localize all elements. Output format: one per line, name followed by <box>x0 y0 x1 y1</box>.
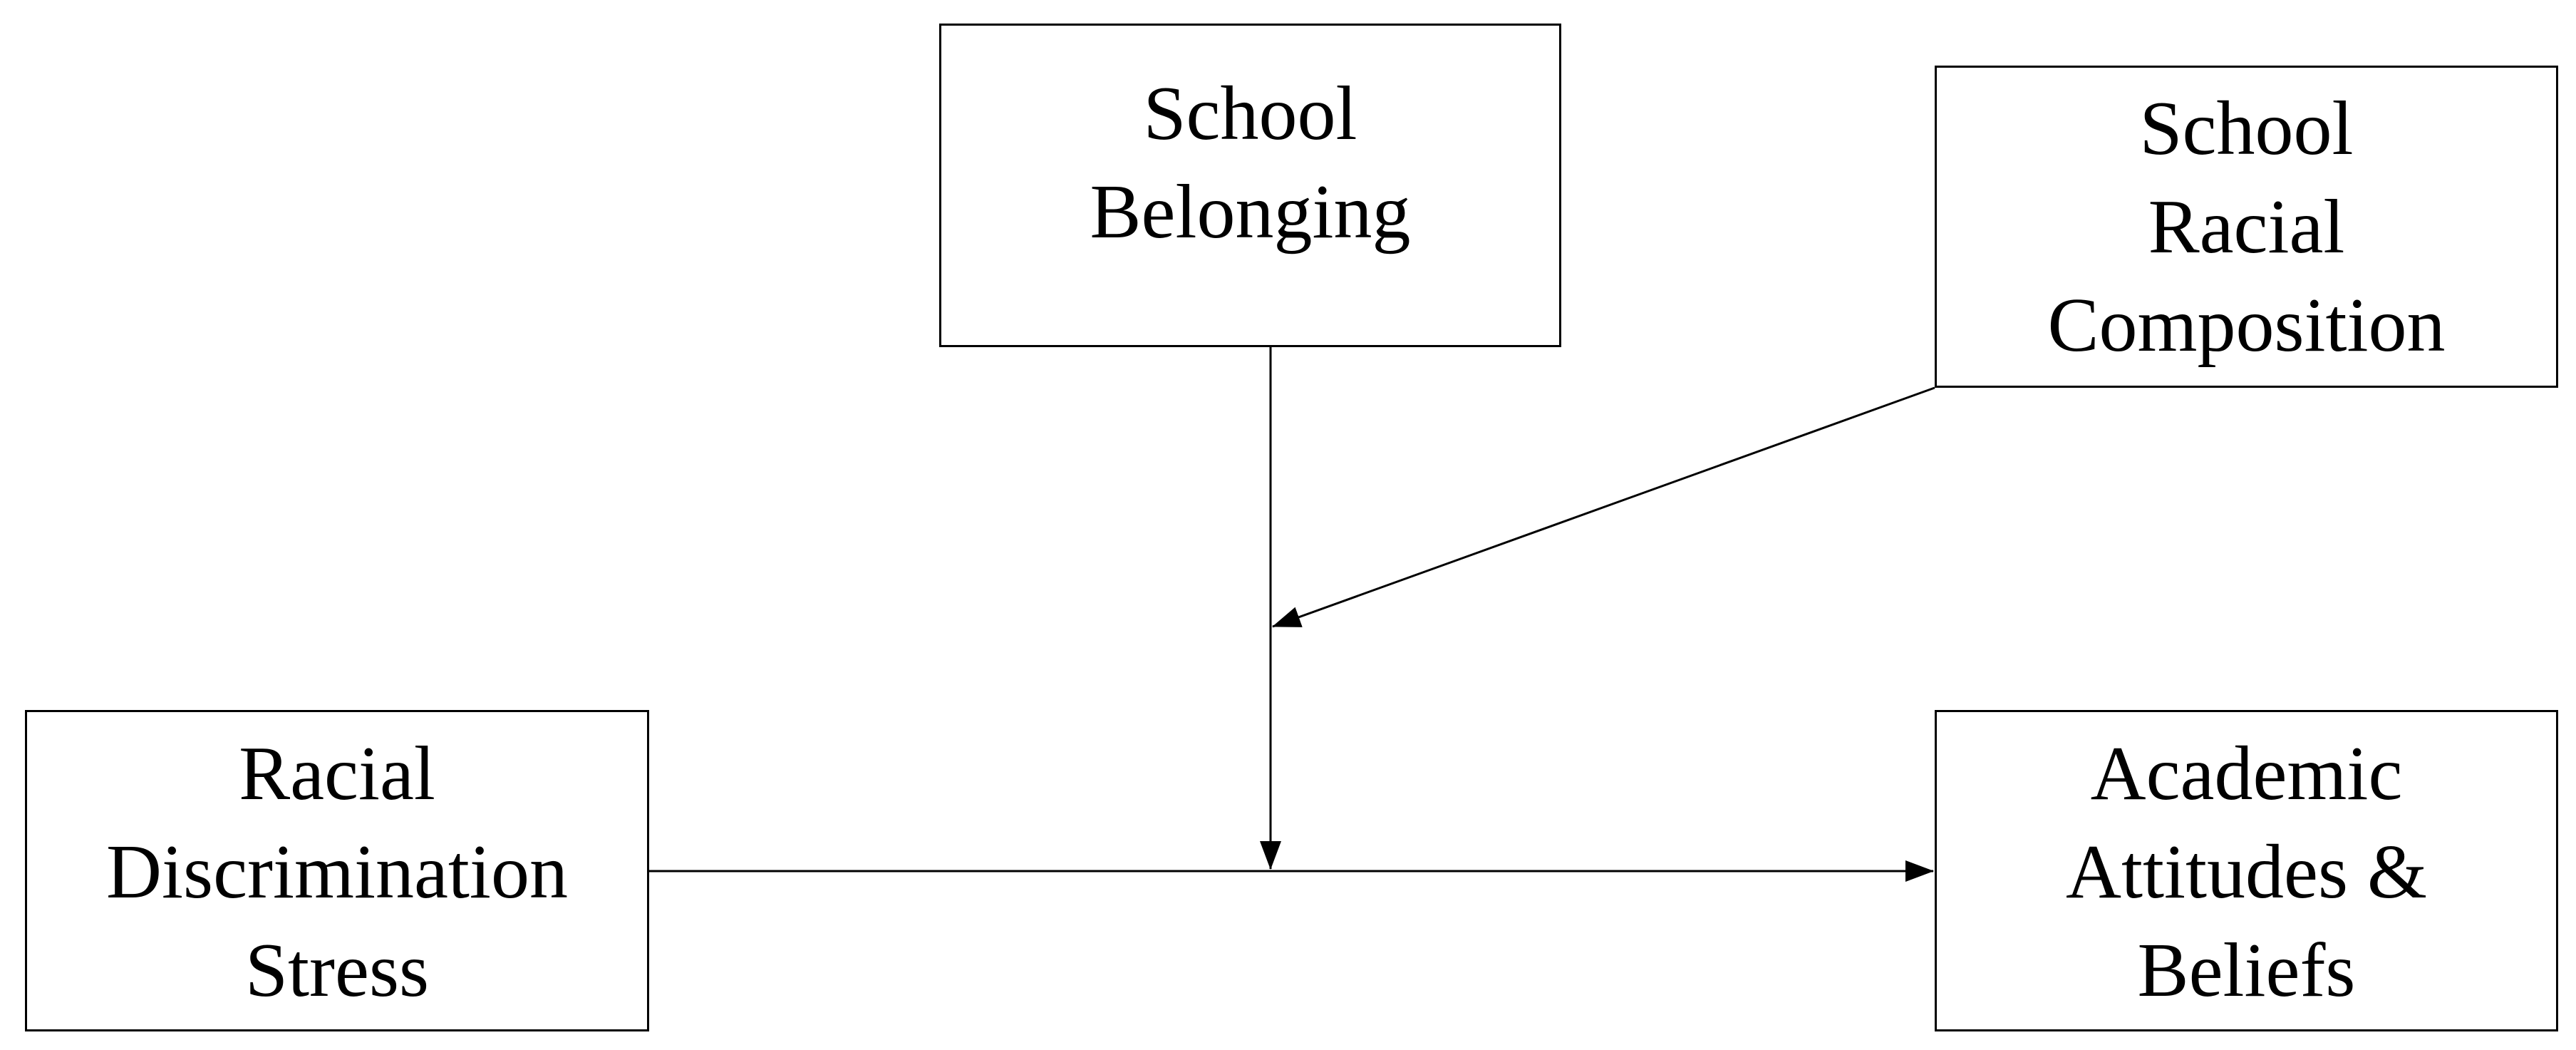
node-label-line: Composition <box>2047 283 2446 368</box>
node-school-belonging: School Belonging <box>939 24 1561 347</box>
node-school-racial-composition: School Racial Composition <box>1935 66 2558 388</box>
node-label-line: Belonging <box>1090 170 1411 254</box>
node-label-line: Academic <box>2090 731 2403 816</box>
arrow-composition-to-belonging-path <box>1272 386 1935 628</box>
node-label-line: Beliefs <box>2137 928 2356 1013</box>
node-academic-attitudes-beliefs: Academic Attitudes & Beliefs <box>1935 710 2558 1031</box>
node-label-line: Attitudes & <box>2066 830 2427 915</box>
node-label-line: Stress <box>244 928 430 1013</box>
node-label-line: School <box>1143 71 1357 156</box>
node-label-line: Discrimination <box>106 830 568 915</box>
node-label-line: Racial <box>2148 185 2345 269</box>
node-label-line: Racial <box>239 731 435 816</box>
node-label-line: School <box>2139 86 2354 171</box>
node-racial-discrimination-stress: Racial Discrimination Stress <box>25 710 649 1031</box>
